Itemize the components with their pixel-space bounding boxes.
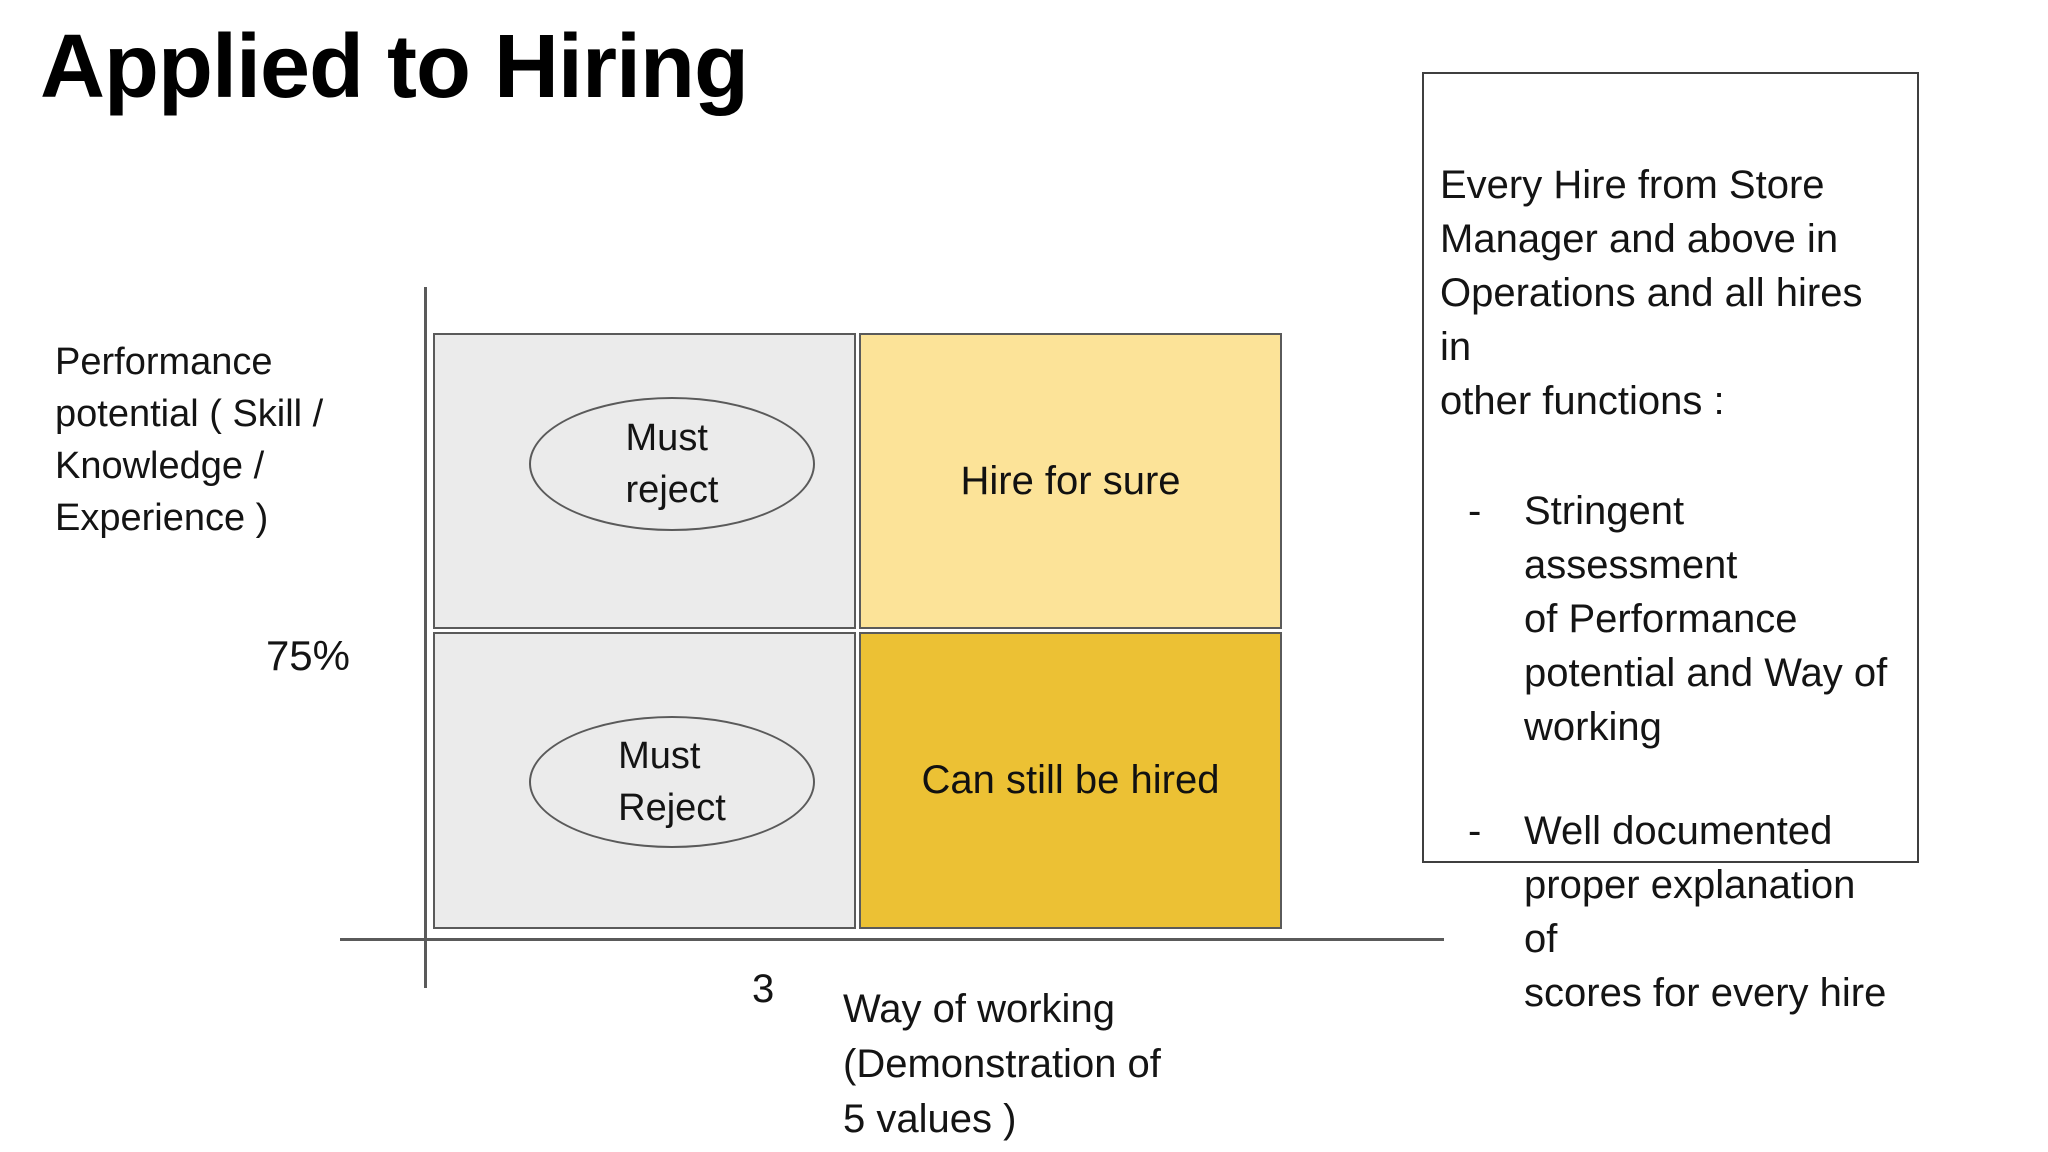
bullet-text: Stringent assessment of Performance pote… [1524, 489, 1888, 749]
bullet-marker: - [1468, 489, 1482, 533]
must-reject-label-bottom: Must Reject [618, 735, 726, 829]
bullet-marker: - [1468, 809, 1482, 853]
hire-for-sure-label: Hire for sure [960, 458, 1181, 503]
y-axis-label: Performance potential ( Skill / Knowledg… [55, 341, 324, 539]
quadrant-top-left: Must reject [433, 333, 856, 629]
x-axis-line [340, 938, 1444, 941]
side-panel-bullet-list: - Stringent assessment of Performance po… [1440, 484, 1897, 1020]
quadrant-matrix: Must reject Hire for sure Must Reject Ca… [433, 333, 1282, 929]
x-threshold-label: 3 [752, 967, 775, 1011]
must-reject-ellipse-top: Must reject [529, 397, 815, 531]
bullet-item: - Well documented proper explanation of … [1440, 804, 1897, 1020]
slide-title: Applied to Hiring [40, 17, 749, 117]
quadrant-bottom-right: Can still be hired [859, 632, 1282, 929]
must-reject-label-top: Must reject [625, 417, 719, 511]
bullet-text: Well documented proper explanation of sc… [1524, 809, 1887, 1015]
can-still-be-hired-label: Can still be hired [921, 758, 1220, 802]
side-panel-intro: Every Hire from Store Manager and above … [1440, 163, 1863, 423]
y-axis-line [424, 287, 427, 988]
must-reject-ellipse-bottom: Must Reject [529, 716, 815, 848]
x-axis-label: Way of working (Demonstration of 5 value… [843, 987, 1161, 1141]
bullet-item: - Stringent assessment of Performance po… [1440, 484, 1897, 754]
quadrant-bottom-left: Must Reject [433, 632, 856, 929]
quadrant-top-right: Hire for sure [859, 333, 1282, 629]
y-threshold-label: 75% [265, 632, 350, 679]
side-panel: Every Hire from Store Manager and above … [1422, 72, 1919, 1015]
